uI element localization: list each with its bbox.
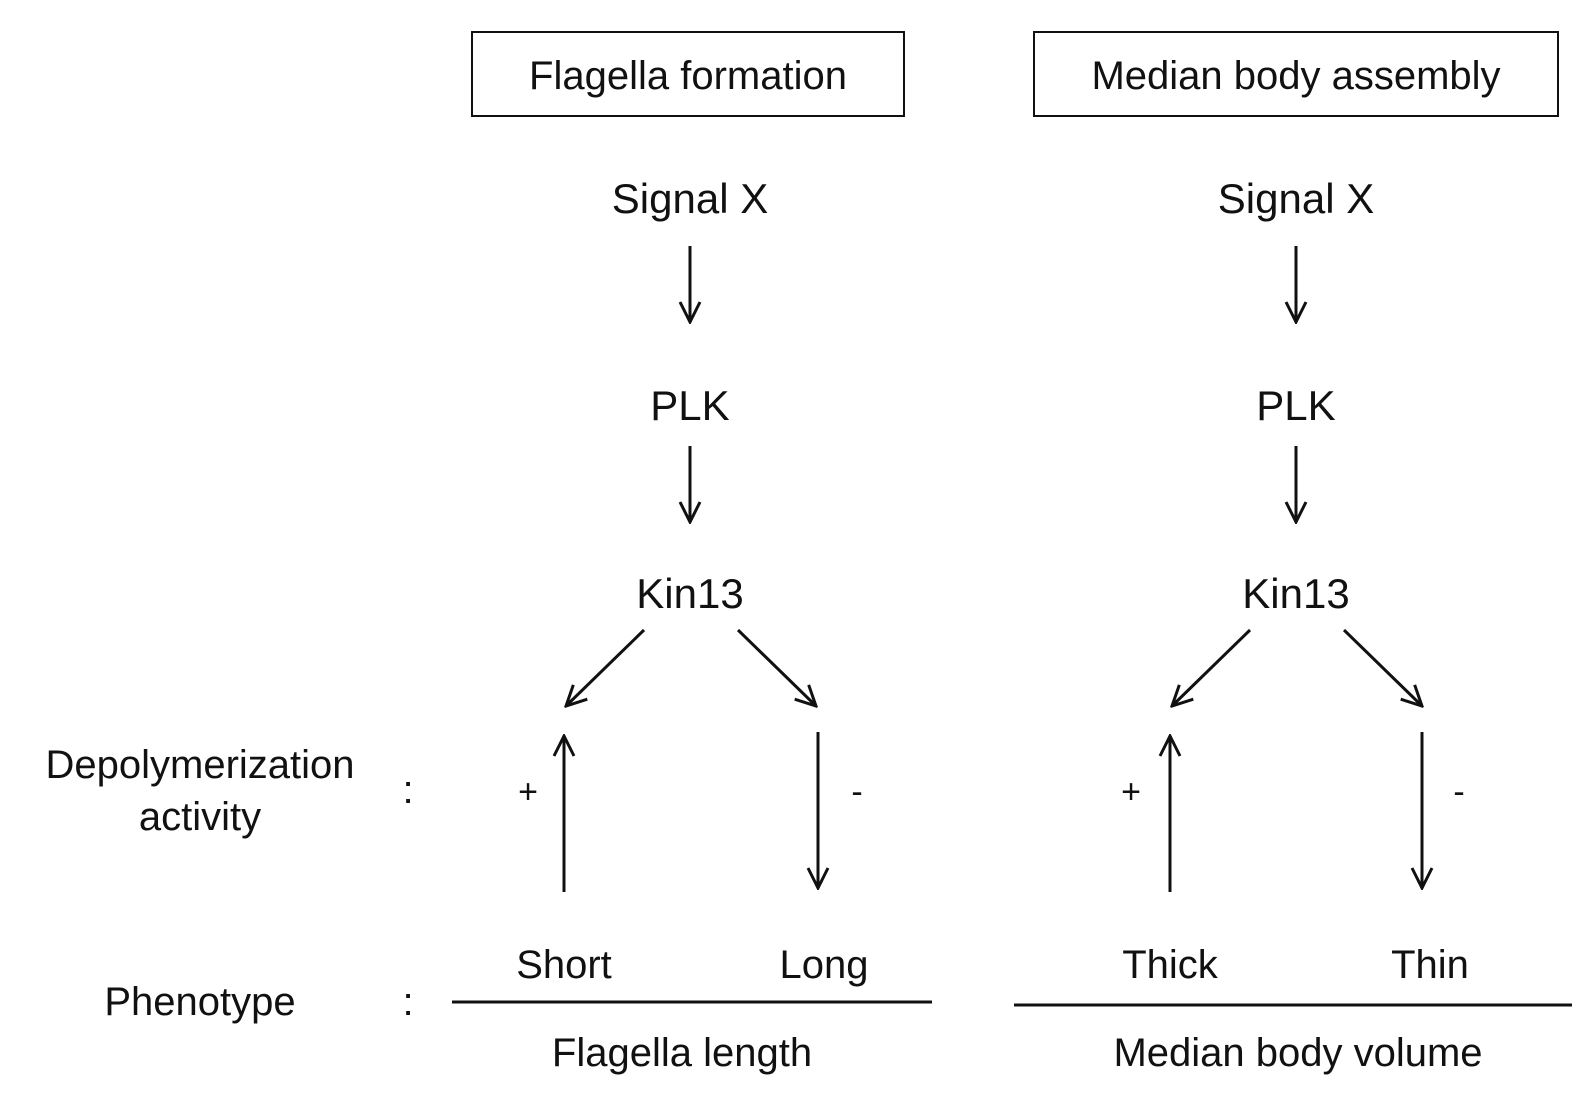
right-node-plk: PLK	[1256, 382, 1335, 429]
left-title: Flagella formation	[529, 54, 847, 98]
phenotype-label: Phenotype	[104, 980, 295, 1024]
right-sign-minus: -	[1453, 773, 1464, 811]
left-sign-plus: +	[518, 773, 538, 811]
right-sign-plus: +	[1121, 773, 1141, 811]
left-arrow-kin13-to-short	[566, 628, 646, 706]
left-node-signal: Signal X	[612, 175, 768, 222]
right-arrow-kin13-to-thin	[1342, 628, 1422, 706]
right-phenotype-thick: Thick	[1122, 943, 1219, 987]
phenotype-colon: :	[402, 980, 413, 1024]
left-node-plk: PLK	[650, 382, 729, 429]
left-measure-label: Flagella length	[552, 1031, 812, 1075]
right-title-box	[1033, 31, 1559, 117]
activity-label-line2: activity	[139, 795, 261, 839]
right-title: Median body assembly	[1091, 54, 1500, 98]
left-sign-minus: -	[851, 773, 862, 811]
right-measure-label: Median body volume	[1113, 1031, 1482, 1075]
activity-label-line1: Depolymerization	[45, 743, 354, 787]
right-phenotype-thin: Thin	[1391, 943, 1469, 987]
left-arrow-kin13-to-long	[736, 628, 816, 706]
left-node-kin13: Kin13	[636, 570, 743, 617]
right-node-signal: Signal X	[1218, 175, 1374, 222]
right-panel: Median body assembly Signal X PLK Kin13 …	[1014, 31, 1572, 1075]
left-title-box	[471, 31, 905, 117]
right-node-kin13: Kin13	[1242, 570, 1349, 617]
activity-colon: :	[402, 768, 413, 812]
left-panel: Flagella formation Signal X PLK Kin13 + …	[452, 31, 932, 1075]
left-phenotype-short: Short	[516, 943, 612, 987]
left-phenotype-long: Long	[780, 943, 869, 987]
right-arrow-kin13-to-thick	[1172, 628, 1252, 706]
